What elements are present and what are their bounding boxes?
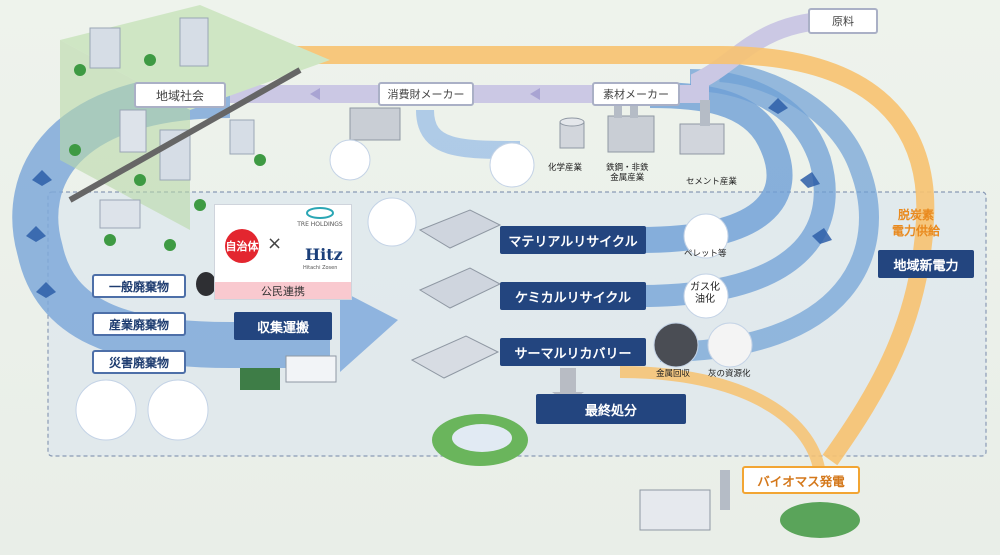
material-recycle-box: マテリアルリサイクル [500, 226, 646, 254]
steel-industry-label: 鉄鋼・非鉄 金属産業 [606, 163, 649, 183]
truck-illustrations [240, 355, 337, 390]
tre-holdings-logo: TRE HOLDINGS [297, 221, 343, 228]
thermal-return-flow [659, 62, 879, 362]
chemical-return-flow [639, 69, 836, 307]
ash-resource-label: 灰の資源化 [708, 369, 751, 379]
times-symbol: × [267, 233, 283, 254]
final-disposal-box: 最終処分 [536, 394, 686, 424]
recycle-machine-icon [367, 197, 417, 247]
waste-industrial: 産業廃棄物 [92, 312, 186, 336]
bottle-icon [489, 142, 535, 188]
material-maker-box: 素材メーカー [592, 82, 680, 106]
garbage-bag-icon [196, 272, 216, 296]
cement-industry-label: セメント産業 [686, 177, 737, 187]
collection-arrow [340, 290, 398, 372]
city-illustration [60, 5, 330, 251]
municipality-badge: 自治体 [225, 229, 259, 263]
ash-icon [707, 322, 753, 368]
chemical-industry-label: 化学産業 [548, 163, 583, 173]
biomass-plant-illustration [639, 470, 860, 538]
recycling-plants [410, 209, 502, 379]
regional-power-box: 地域新電力 [878, 250, 974, 278]
public-private-partnership-card: 自治体 × TRE HOLDINGS Hitz Hitachi Zosen 公民… [214, 204, 352, 300]
metal-recovery-icon [653, 322, 699, 368]
hitz-logo: Hitz [305, 245, 343, 264]
metal-recovery-label: 金属回収 [656, 369, 691, 379]
pellet-icon [683, 213, 729, 259]
raw-material-box: 原料 [808, 8, 878, 34]
gas-oil-label: ガス化 油化 [690, 282, 720, 305]
collection-box: 収集運搬 [234, 312, 332, 340]
house-disaster-icon [75, 379, 137, 441]
hitachi-zosen-text: Hitachi Zosen [303, 265, 338, 271]
biomass-box: バイオマス発電 [742, 466, 860, 494]
decarbon-label: 脱炭素 電力供給 [892, 208, 941, 238]
clothes-icon [329, 139, 371, 181]
consumer-maker-box: 消費財メーカー [378, 82, 474, 106]
gas-oil-circle [683, 273, 729, 319]
energy-supply-flow [240, 46, 935, 466]
waste-general: 一般廃棄物 [92, 274, 186, 298]
waste-disaster: 災害廃棄物 [92, 350, 186, 374]
community-box: 地域社会 [134, 82, 226, 108]
industry-illustrations [559, 96, 725, 155]
consumer-factory-illustration [349, 107, 401, 141]
thermal-recovery-box: サーマルリカバリー [500, 338, 646, 366]
pellet-label: ペレット等 [684, 249, 727, 259]
landslide-icon [147, 379, 209, 441]
public-private-label: 公民連携 [215, 282, 351, 299]
tre-logo-icon [306, 207, 334, 219]
chemical-recycle-box: ケミカルリサイクル [500, 282, 646, 310]
